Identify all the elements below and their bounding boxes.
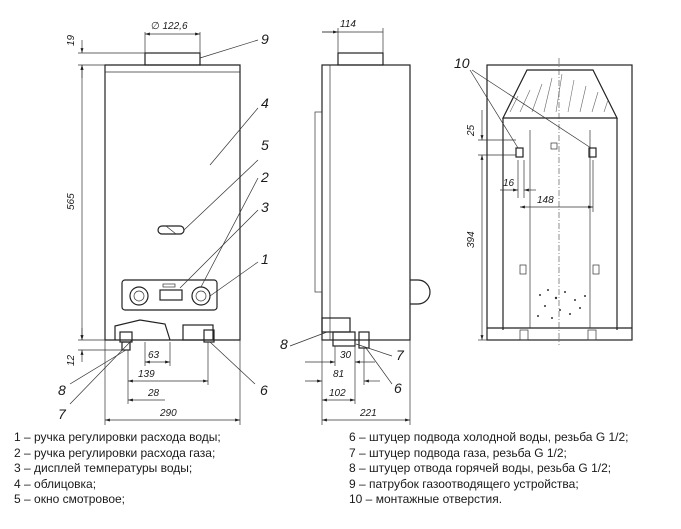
back-frame [486,64,633,341]
legend-item: 2 – ручка регулировки расхода газа; [14,445,216,460]
dim-pipe-diameter: ∅ 122,6 [151,21,188,32]
callout-2: 2 [260,169,269,185]
legend: 1 – ручка регулировки расхода воды; 2 – … [0,430,681,529]
callout-1: 1 [261,251,269,267]
gas-knob [191,286,211,306]
legend-item: 8 – штуцер отвода горячей воды, резьба G… [349,461,612,476]
front-body [104,64,241,341]
mounting-hole-right [588,147,597,158]
callout-9: 9 [261,31,269,47]
dim-16: 16 [503,178,515,189]
dim-221: 221 [359,408,377,419]
legend-right-column: 6 – штуцер подвода холодной воды, резьба… [349,430,629,508]
dim-25: 25 [466,124,477,137]
cold-water-fitting [203,329,215,343]
legend-left-column: 1 – ручка регулировки расхода воды; 2 – … [14,430,221,508]
front-view: ∅ 122,6 19 565 12 63 139 28 290 9 [58,21,269,425]
legend-item: 6 – штуцер подвода холодной воды, резьба… [349,430,629,444]
dim-139: 139 [138,369,155,380]
dim-148: 148 [537,195,554,206]
legend-item: 4 – облицовка; [14,476,97,491]
dim-102: 102 [329,388,346,399]
legend-item: 7 – штуцер подвода газа, резьба G 1/2; [349,445,567,460]
dim-width: 290 [159,408,177,419]
water-knob [129,286,149,306]
dim-30: 30 [340,350,352,361]
callout-7-side: 7 [396,347,405,363]
side-body [321,64,411,341]
callout-6-front: 6 [260,382,268,398]
callout-10: 10 [454,55,470,71]
control-panel [121,279,218,311]
legend-item: 3 – дисплей температуры воды; [14,461,193,476]
legend-item: 9 – патрубок газоотводящего устройства; [349,476,579,491]
legend-item: 1 – ручка регулировки расхода воды; [14,430,221,444]
dim-114: 114 [340,19,356,30]
side-view: 114 30 81 102 221 8 7 6 [280,19,431,425]
technical-drawing: ∅ 122,6 19 565 12 63 139 28 290 9 [58,19,633,425]
callout-3: 3 [261,199,269,215]
dim-bottom-gap: 12 [66,354,77,366]
display [159,289,183,301]
callout-8-side: 8 [280,336,288,352]
legend-item: 5 – окно смотровое; [14,492,125,507]
callout-6-side: 6 [394,380,402,396]
mounting-hole-left [515,147,524,158]
dim-81: 81 [333,369,344,380]
callout-8-front: 8 [58,382,66,398]
callout-7-front: 7 [58,406,67,422]
legend-item: 10 – монтажные отверстия. [349,492,503,507]
dim-top-gap: 19 [66,34,77,46]
dim-394: 394 [466,231,477,248]
flue-hood [502,69,618,119]
callout-5: 5 [261,137,269,153]
dim-63: 63 [148,350,160,361]
flue-pipe [144,52,201,66]
back-view: 25 16 148 394 10 [454,55,633,345]
dim-height: 565 [66,193,77,210]
callout-4: 4 [261,95,269,111]
dim-28: 28 [147,388,160,399]
